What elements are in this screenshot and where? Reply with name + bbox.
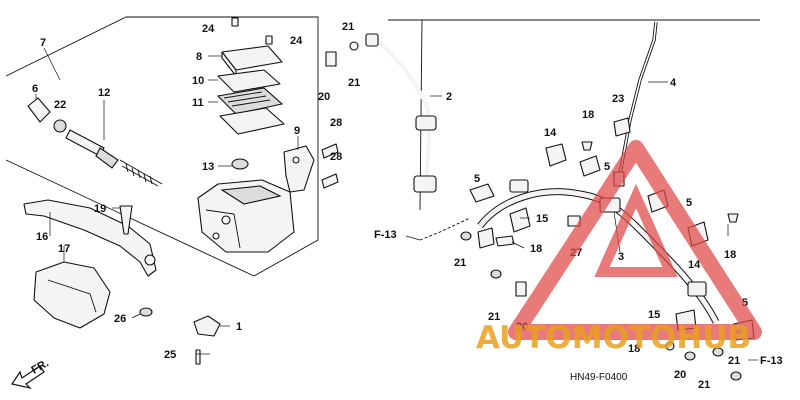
callout-19: 19 (94, 203, 106, 215)
callout-8: 8 (196, 51, 202, 63)
callout-11: 11 (192, 97, 204, 109)
section-references: F-13 F-13 (374, 217, 783, 367)
callout-21f: 21 (728, 355, 740, 367)
callout-13: 13 (202, 161, 214, 173)
callout-26: 26 (114, 313, 126, 325)
callout-28a: 28 (330, 117, 342, 129)
callout-5a: 5 (604, 161, 610, 173)
fasteners-left (119, 17, 339, 317)
callout-21a: 21 (342, 21, 354, 33)
callout-18c: 18 (724, 249, 736, 261)
callout-2: 2 (446, 91, 452, 103)
callout-10: 10 (192, 75, 204, 87)
leader-lines (35, 47, 729, 355)
callout-18d: 18 (628, 343, 640, 355)
callout-24a: 24 (202, 23, 215, 35)
callout-21c: 21 (454, 257, 466, 269)
callout-5b: 5 (474, 173, 480, 185)
callout-20a: 20 (318, 91, 330, 103)
fasteners-right (460, 117, 755, 381)
callout-23: 23 (612, 93, 624, 105)
callout-6: 6 (32, 83, 38, 95)
front-label: FR. (30, 357, 51, 376)
callout-16: 16 (36, 231, 48, 243)
section-ref-f13-left: F-13 (374, 229, 397, 241)
callout-21e: 21 (698, 379, 710, 391)
master-cylinder-body (197, 179, 295, 253)
callout-12: 12 (98, 87, 110, 99)
brake-hose-upper (325, 33, 437, 193)
callout-9: 9 (294, 125, 300, 137)
lever-cover (33, 261, 111, 329)
callout-24b: 24 (290, 35, 303, 47)
callout-1: 1 (236, 321, 242, 333)
diagram-code: HN49-F0400 (570, 372, 628, 383)
brake-lever (23, 199, 157, 277)
callout-28b: 28 (330, 151, 342, 163)
front-arrow-icon (11, 365, 45, 390)
callout-21d: 21 (488, 311, 500, 323)
callout-15a: 15 (536, 213, 548, 225)
holder-clamp (283, 145, 315, 193)
callout-5c: 5 (686, 197, 692, 209)
callout-18b: 18 (530, 243, 542, 255)
callout-22: 22 (54, 99, 66, 111)
callout-18a: 18 (582, 109, 594, 121)
callout-7: 7 (40, 37, 46, 49)
piston-kit (27, 97, 163, 187)
watermark-text: AUTOMOTOHUB (476, 320, 751, 356)
callout-20c: 20 (674, 369, 686, 381)
callout-21b: 21 (348, 77, 360, 89)
front-direction-indicator: FR. (11, 357, 51, 390)
reservoir-cap-assembly (216, 45, 285, 135)
callout-5d: 5 (742, 297, 748, 309)
callout-14a: 14 (544, 127, 557, 139)
callout-17: 17 (58, 243, 70, 255)
callout-15b: 15 (648, 309, 660, 321)
callout-labels: 7 12 6 22 24 24 8 10 11 9 13 28 28 19 16… (32, 21, 748, 391)
brake-light-switch (193, 315, 221, 365)
callout-14b: 14 (688, 259, 701, 271)
callout-25: 25 (164, 349, 176, 361)
callout-4: 4 (670, 77, 677, 89)
watermark (508, 140, 762, 340)
callout-3: 3 (618, 251, 624, 263)
warning-triangle-icon (508, 140, 762, 340)
section-ref-f13-right: F-13 (760, 355, 783, 367)
master-cylinder-group-frame (5, 16, 760, 277)
